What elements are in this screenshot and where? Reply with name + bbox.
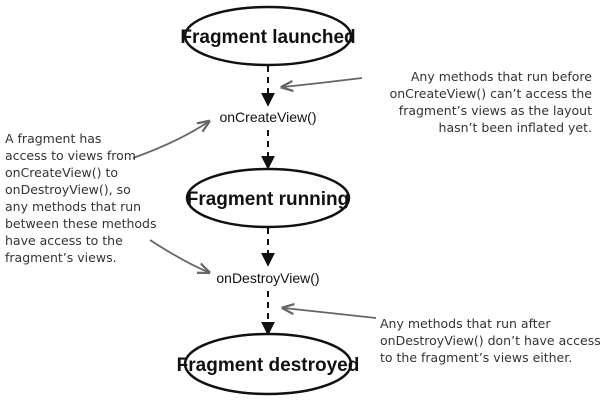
annotation-between-methods: A fragment has access to views from onCr…	[5, 131, 157, 265]
annotation-arrow-to-oncreateview	[132, 122, 208, 159]
annotation-arrow-after-destroy	[284, 308, 377, 319]
state-fragment-running: Fragment running	[185, 167, 351, 229]
state-label-running: Fragment running	[187, 189, 350, 210]
state-fragment-destroyed: Fragment destroyed	[177, 332, 360, 396]
method-label-ondestroyview: onDestroyView()	[216, 270, 319, 286]
annotation-arrow-to-ondestroyview	[149, 239, 208, 272]
annotation-before-oncreateview: Any methods that run before onCreateView…	[389, 69, 592, 135]
annotation-arrow-before-create	[283, 77, 363, 87]
state-oval	[185, 167, 351, 229]
method-label-oncreateview: onCreateView()	[219, 109, 316, 125]
state-oval	[183, 5, 353, 67]
annotation-after-ondestroyview: Any methods that run after onDestroyView…	[380, 316, 600, 365]
state-fragment-launched: Fragment launched	[180, 5, 356, 67]
state-oval	[183, 332, 353, 396]
state-label-destroyed: Fragment destroyed	[177, 355, 360, 376]
state-label-launched: Fragment launched	[180, 27, 355, 48]
